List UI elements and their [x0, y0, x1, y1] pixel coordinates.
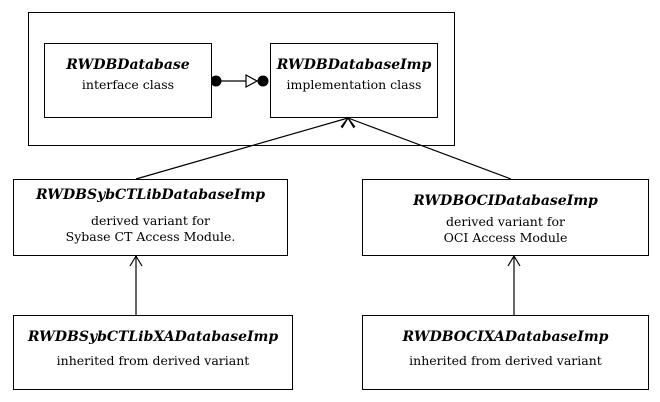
implementation-class-box: RWDBDatabaseImp implementation class: [270, 43, 438, 118]
sybase-xa-desc: inherited from derived variant: [56, 353, 250, 368]
base-classes-container: [28, 12, 455, 146]
interface-class-role: interface class: [81, 77, 175, 92]
arrowhead-oci-to-imp: [340, 116, 355, 129]
sybase-variant-name: RWDBSybCTLibDatabaseImp: [35, 187, 266, 203]
interface-class-name: RWDBDatabase: [66, 57, 190, 73]
sybase-variant-desc-line2: Sybase CT Access Module.: [65, 229, 236, 244]
oci-variant-desc-line2: OCI Access Module: [443, 230, 568, 245]
arrowhead-sybase-xa: [129, 254, 143, 267]
sybase-xa-box: RWDBSybCTLibXADatabaseImp inherited from…: [13, 315, 293, 390]
oci-xa-name: RWDBOCIXADatabaseImp: [402, 329, 609, 345]
implementation-class-name: RWDBDatabaseImp: [276, 57, 432, 73]
sybase-xa-name: RWDBSybCTLibXADatabaseImp: [27, 329, 279, 345]
interface-class-box: RWDBDatabase interface class: [44, 43, 212, 118]
oci-variant-desc-line1: derived variant for: [446, 214, 565, 229]
bridge-end-dot: [257, 75, 269, 87]
sybase-variant-desc-line1: derived variant for: [91, 213, 210, 228]
oci-xa-desc: inherited from derived variant: [409, 353, 602, 368]
arrowhead-oci-xa: [507, 254, 521, 267]
oci-variant-name: RWDBOCIDatabaseImp: [413, 193, 598, 209]
bridge-start-dot: [210, 75, 222, 87]
inherit-line-oci: [347, 117, 512, 180]
sybase-variant-box: RWDBSybCTLibDatabaseImp derived variant …: [13, 179, 288, 256]
implementation-class-role: implementation class: [286, 77, 422, 92]
oci-xa-box: RWDBOCIXADatabaseImp inherited from deri…: [362, 315, 649, 390]
oci-variant-box: RWDBOCIDatabaseImp derived variant for O…: [362, 179, 649, 256]
bridge-triangle-arrow: [245, 73, 259, 89]
inherit-line-sybase: [135, 117, 349, 180]
